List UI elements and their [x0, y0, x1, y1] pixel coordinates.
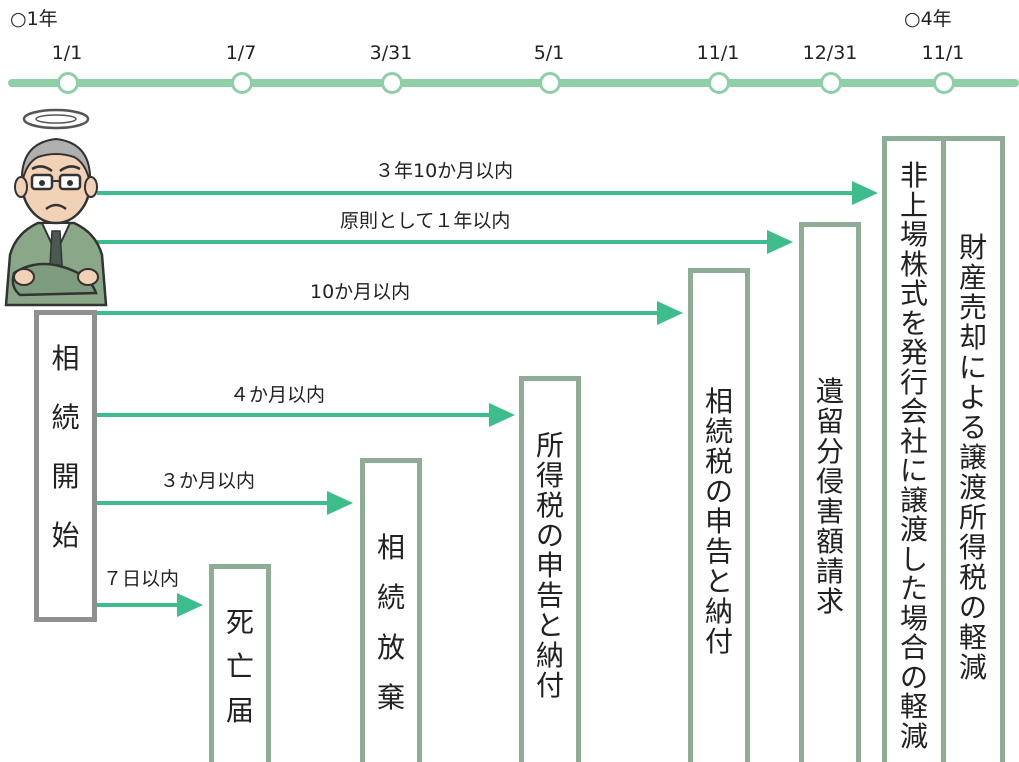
box-income-tax-filing: 所得税の申告と納付 [519, 376, 581, 762]
arrow-head-1y [767, 230, 793, 254]
date-label-jan1: 1/1 [51, 42, 83, 64]
date-label-dec31: 12/31 [802, 42, 858, 64]
box-legal-reserve-claim: 遺留分侵害額請求 [799, 222, 861, 762]
box-inheritance-renunciation: 相続放棄 [360, 458, 422, 762]
arrow-head-7d [177, 593, 203, 617]
arrow-label-4m: ４か月以内 [230, 384, 326, 406]
date-label-nov1-year4: 11/1 [921, 42, 965, 64]
arrow-label-10m: 10か月以内 [310, 281, 411, 303]
box-income-tax-filing-label: 所得税の申告と納付 [535, 429, 564, 702]
box-death-notice-label: 死亡届 [225, 606, 254, 727]
box-inheritance-tax-filing: 相続税の申告と納付 [688, 268, 750, 762]
arrow-head-3y10m [852, 181, 878, 205]
start-box-label: 相続開始 [51, 342, 80, 552]
timeline-marker [820, 72, 842, 94]
date-label-nov1: 11/1 [696, 42, 740, 64]
arrow-head-10m [657, 301, 683, 325]
box-unlisted-share-relief: 非上場株式を発行会社に譲渡した場合の軽減 [882, 136, 946, 762]
arrow-label-1y: 原則として１年以内 [340, 210, 511, 232]
timeline-marker [539, 72, 561, 94]
halo-icon [22, 108, 90, 130]
box-legal-reserve-claim-label: 遺留分侵害額請求 [815, 375, 844, 618]
timeline-marker [708, 72, 730, 94]
timeline-bar [8, 79, 1019, 87]
date-label-mar31: 3/31 [369, 42, 413, 64]
timeline-marker [933, 72, 955, 94]
box-inheritance-renunciation-label: 相続放棄 [376, 531, 405, 714]
box-asset-sale-tax-relief: 財産売却による譲渡所得税の軽減 [941, 136, 1005, 762]
timeline-marker [231, 72, 253, 94]
start-box-inheritance: 相続開始 [34, 310, 97, 622]
arrow-label-3y10m: ３年10か月以内 [375, 160, 514, 182]
year-label-end: ○4年 [904, 8, 952, 30]
arrow-label-7d: ７日以内 [103, 568, 180, 590]
timeline-marker [57, 72, 79, 94]
box-asset-sale-tax-relief-label: 財産売却による譲渡所得税の軽減 [958, 231, 987, 684]
timeline-marker [381, 72, 403, 94]
box-death-notice: 死亡届 [209, 564, 271, 762]
arrow-head-3m [327, 491, 353, 515]
box-inheritance-tax-filing-label: 相続税の申告と納付 [704, 385, 733, 658]
year-label-start: ○1年 [10, 8, 58, 30]
arrow-head-4m [489, 403, 515, 427]
date-label-jan7: 1/7 [225, 42, 257, 64]
arrow-label-3m: ３か月以内 [160, 470, 256, 492]
deceased-man-icon [4, 108, 108, 307]
date-label-may1: 5/1 [533, 42, 565, 64]
box-unlisted-share-relief-label: 非上場株式を発行会社に譲渡した場合の軽減 [899, 159, 928, 753]
